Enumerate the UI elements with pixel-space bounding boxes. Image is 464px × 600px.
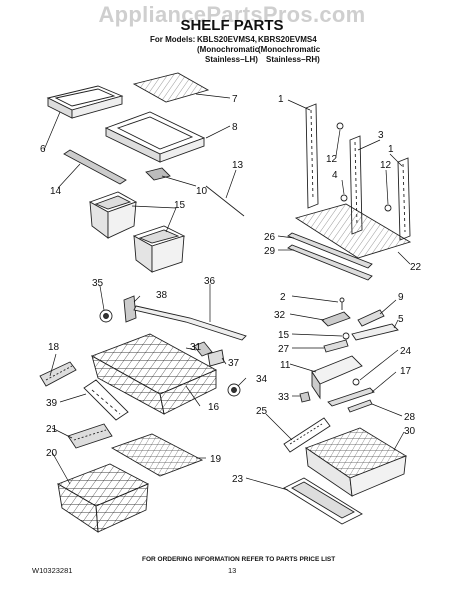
- callout-33: 33: [278, 392, 290, 403]
- ordering-note: FOR ORDERING INFORMATION REFER TO PARTS …: [142, 556, 336, 563]
- part-38-slide-bracket: [123, 295, 137, 323]
- part-37-clip: [207, 349, 225, 367]
- callout-32: 32: [274, 310, 286, 321]
- part-22-glass-shelf: [294, 203, 412, 259]
- callout-13: 13: [232, 160, 244, 171]
- callout-27: 27: [278, 344, 290, 355]
- part-16-wire-basket: [90, 333, 218, 415]
- models-prefix: For Models:: [150, 35, 196, 44]
- part-24-roller: [352, 378, 360, 386]
- callout-21: 21: [46, 424, 58, 435]
- part-6-shelf-frame: [46, 85, 124, 119]
- callout-1-left: 1: [278, 94, 284, 105]
- callout-numbers: 6 7 8 14 10 13 15 1 12 3 4 12 1 26 29 22…: [40, 94, 422, 485]
- callout-4: 4: [332, 170, 338, 181]
- part-18-basket-handle: [39, 361, 77, 387]
- callout-28: 28: [404, 412, 416, 423]
- callout-37: 37: [228, 358, 240, 369]
- callout-12-right: 12: [380, 160, 392, 171]
- callout-25: 25: [256, 406, 268, 417]
- callout-38: 38: [156, 290, 168, 301]
- callout-26: 26: [264, 232, 276, 243]
- model-2-variant-line1: (Monochromatic: [258, 45, 321, 54]
- part-33-clip: [299, 391, 311, 403]
- part-25-handle: [283, 417, 331, 453]
- callout-20: 20: [46, 448, 58, 459]
- page-number: 13: [228, 566, 237, 575]
- part-12-screw-right: [384, 204, 392, 212]
- callout-34: 34: [256, 374, 268, 385]
- page-title: SHELF PARTS: [180, 17, 284, 34]
- part-4-screw: [340, 194, 348, 202]
- part-20-lower-wire-basket: [56, 463, 150, 533]
- part-1-shelf-rail-left: [305, 103, 319, 209]
- model-1: KBLS20EVMS4,: [197, 35, 258, 44]
- model-1-variant-line1: (Monochromatic: [197, 45, 260, 54]
- callout-1-right: 1: [388, 144, 394, 155]
- part-19-wire-shelf: [110, 433, 204, 477]
- part-11-drawer-slide-assembly: [311, 355, 363, 400]
- part-5-slide-rail: [351, 323, 399, 341]
- part-36-slide-rail: [133, 305, 247, 341]
- part-26-shelf-trim-front: [287, 232, 373, 269]
- part-12-screw-left: [336, 122, 344, 130]
- part-27-spacer: [323, 339, 349, 353]
- part-32-bracket: [321, 311, 351, 327]
- callout-9: 9: [398, 292, 404, 303]
- part-2-screw: [339, 297, 345, 310]
- part-1-shelf-rail-right: [397, 157, 411, 241]
- callout-10: 10: [196, 186, 208, 197]
- callout-12-left: 12: [326, 154, 338, 165]
- part-23-drawer-front-trim: [283, 477, 363, 525]
- part-15-crisper-drawer-left: [88, 191, 138, 239]
- part-21-basket-handle: [67, 423, 113, 449]
- callout-15-drawers: 15: [174, 200, 186, 211]
- model-1-variant-line2: Stainless–LH): [205, 55, 258, 64]
- part-7-crisper-cover: [104, 111, 206, 163]
- part-39-basket-divider: [83, 379, 129, 421]
- callout-14: 14: [50, 186, 62, 197]
- model-2-variant-line2: Stainless–RH): [266, 55, 320, 64]
- callout-24: 24: [400, 346, 412, 357]
- part-31-bracket: [193, 341, 213, 357]
- part-17-rail: [327, 387, 375, 407]
- callout-6: 6: [40, 144, 46, 155]
- callout-5: 5: [398, 314, 404, 325]
- callout-23: 23: [232, 474, 244, 485]
- model-2: KBRS20EVMS4: [258, 35, 317, 44]
- callout-36: 36: [204, 276, 216, 287]
- callout-31: 31: [190, 342, 202, 353]
- part-29-shelf-trim-rear: [287, 244, 373, 281]
- callout-3: 3: [378, 130, 384, 141]
- part-8-glass-shelf: [132, 72, 210, 103]
- part-14-trim-strip: [63, 149, 127, 185]
- part-34-roller: [227, 383, 241, 397]
- callout-35: 35: [92, 278, 104, 289]
- part-30-deli-drawer: [305, 427, 408, 497]
- part-28-stop: [347, 399, 373, 413]
- callout-19: 19: [210, 454, 222, 465]
- callout-17: 17: [400, 366, 412, 377]
- callout-16: 16: [208, 402, 220, 413]
- leader-lines: [43, 93, 411, 491]
- callout-7: 7: [232, 94, 238, 105]
- callout-39: 39: [46, 398, 58, 409]
- callout-8: 8: [232, 122, 238, 133]
- part-9-slide-stop: [357, 309, 385, 327]
- part-15-screw: [342, 332, 350, 340]
- callout-2: 2: [280, 292, 286, 303]
- callout-30: 30: [404, 426, 416, 437]
- part-13-rod: [205, 185, 245, 217]
- callout-18: 18: [48, 342, 60, 353]
- callout-29: 29: [264, 246, 276, 257]
- callout-22: 22: [410, 262, 422, 273]
- part-15-crisper-drawer-right: [132, 225, 186, 273]
- callout-11: 11: [280, 360, 291, 371]
- callout-15-screw: 15: [278, 330, 290, 341]
- part-35-roller: [99, 309, 113, 323]
- watermark-text: AppliancePartsPros.com: [98, 2, 366, 27]
- document-number: W10323281: [32, 566, 73, 575]
- part-10-bracket: [145, 167, 171, 181]
